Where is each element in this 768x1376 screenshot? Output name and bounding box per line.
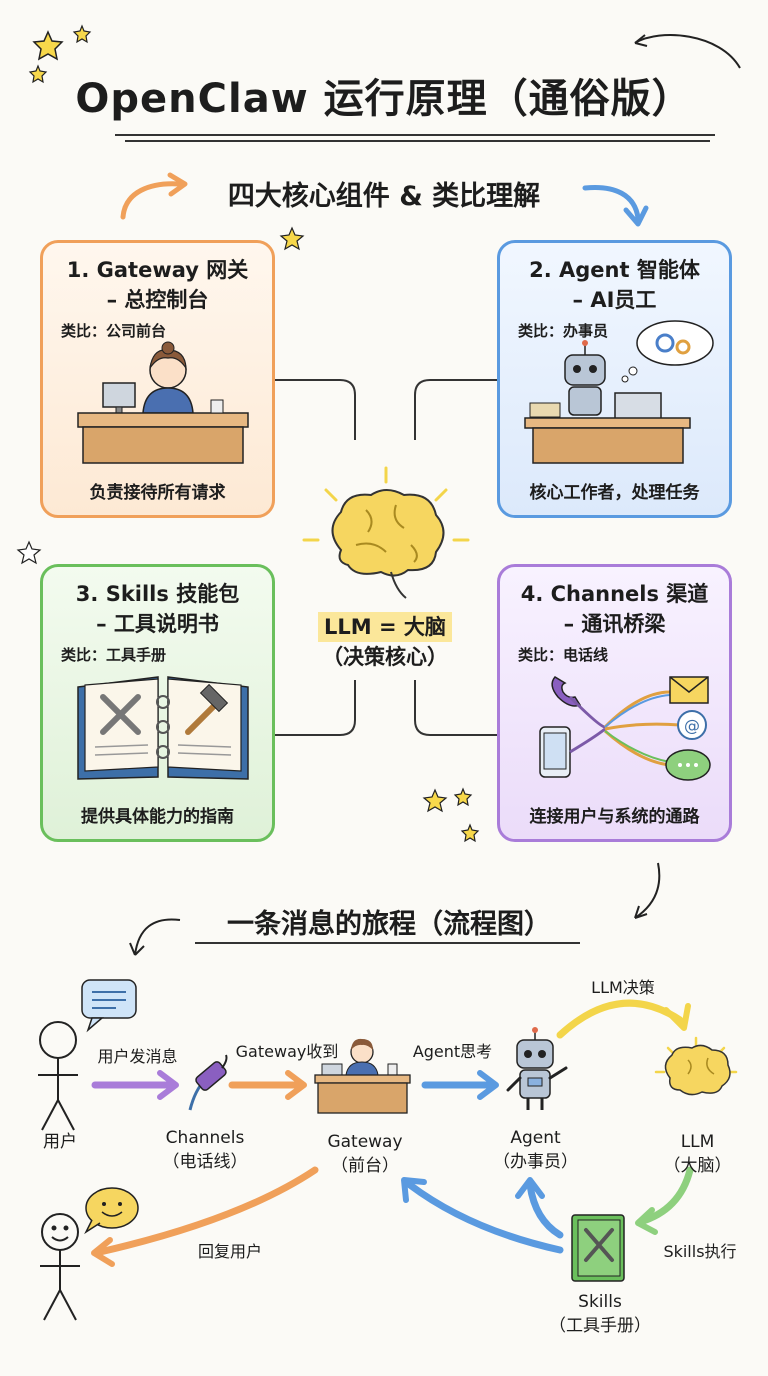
label-gateway-desc: （前台） <box>331 1156 399 1176</box>
label-skills-desc: （工具手册） <box>549 1316 651 1336</box>
card-analogy: 类比：电话线 <box>518 646 609 664</box>
label-agent: Agent （办事员） <box>478 1126 593 1174</box>
card-analogy: 类比：公司前台 <box>61 322 167 340</box>
skills-book-icon <box>571 1214 625 1282</box>
label-channels-desc: （电话线） <box>162 1152 248 1172</box>
card-title-line: – 总控制台 <box>106 288 209 312</box>
label-skills-exec: Skills执行 <box>663 1242 737 1261</box>
card-title-line: 3. Skills 技能包 <box>75 582 240 606</box>
llm-center-label: LLM = 大脑 （决策核心） <box>290 612 480 672</box>
card-channels: 4. Channels 渠道 – 通讯桥梁 类比：电话线 @ 连接用户与系统的通… <box>497 564 732 842</box>
user-stick-figure <box>38 1021 78 1131</box>
label-gateway: Gateway （前台） <box>305 1130 425 1178</box>
card-footer: 连接用户与系统的通路 <box>529 807 700 827</box>
label-skills: Skills （工具手册） <box>535 1290 665 1338</box>
arrow-llm-to-skills <box>636 1166 694 1226</box>
arrow-skills-to-agent <box>526 1181 564 1239</box>
card-title-line: – 通讯桥梁 <box>563 612 666 636</box>
section-title-underline <box>195 942 580 944</box>
label-gateway-received: Gateway收到 <box>235 1042 339 1061</box>
arrow-agent-to-llm <box>556 999 684 1039</box>
card-title-line: – AI员工 <box>572 288 657 312</box>
card-title-line: – 工具说明书 <box>96 612 219 636</box>
star-icon <box>422 787 480 843</box>
brain-icon <box>302 466 470 599</box>
robot-worker-icon <box>524 320 714 464</box>
card-skills: 3. Skills 技能包 – 工具说明书 类比：工具手册 提供具体能力的指南 <box>40 564 275 842</box>
channels-network-icon: @ <box>539 676 711 781</box>
label-agent-think: Agent思考 <box>412 1042 493 1061</box>
card-footer: 提供具体能力的指南 <box>81 807 234 827</box>
tool-book-icon <box>77 676 249 780</box>
brain-small-icon <box>654 1036 738 1096</box>
curved-arrow-icon <box>129 918 181 956</box>
curved-arrow-icon <box>634 862 661 919</box>
label-user: 用户 <box>43 1132 77 1152</box>
card-gateway-title: 1. Gateway 网关 – 总控制台 <box>43 255 272 315</box>
section-title-components: 四大核心组件 & 类比理解 <box>227 181 541 212</box>
star-icon <box>16 540 42 565</box>
happy-user-stick-figure <box>40 1213 80 1321</box>
card-analogy: 类比：办事员 <box>518 322 609 340</box>
arrow-skills-to-gateway <box>406 1181 564 1254</box>
label-agent-desc: （办事员） <box>493 1152 578 1172</box>
smile-bubble-icon <box>84 1187 139 1235</box>
title-divider <box>115 134 715 136</box>
label-llm: LLM （大脑） <box>650 1130 745 1178</box>
robot-icon <box>506 1027 568 1110</box>
label-agent-name: Agent <box>510 1128 561 1148</box>
page-title: OpenClaw 运行原理（通俗版） <box>75 76 693 122</box>
llm-subtitle: （决策核心） <box>322 645 448 669</box>
connector-lines <box>275 379 497 736</box>
chat-bubble-icon <box>81 979 137 1033</box>
star-icon <box>28 24 92 84</box>
label-llm-decide: LLM决策 <box>591 978 655 997</box>
card-analogy: 类比：工具手册 <box>61 646 167 664</box>
flow-diagram <box>38 979 738 1321</box>
card-agent: 2. Agent 智能体 – AI员工 类比：办事员 核心工作者，处理任务 <box>497 240 732 518</box>
label-reply-user: 回复用户 <box>197 1242 262 1261</box>
reception-desk-icon <box>314 1038 411 1114</box>
label-llm-name: LLM <box>680 1132 715 1152</box>
orange-arrow-icon <box>120 172 188 220</box>
blue-arrow-icon <box>582 184 649 227</box>
card-title-line: 2. Agent 智能体 <box>529 258 700 282</box>
label-skills-name: Skills <box>578 1292 622 1312</box>
card-channels-title: 4. Channels 渠道 – 通讯桥梁 <box>500 579 729 639</box>
card-footer: 核心工作者，处理任务 <box>529 483 700 503</box>
label-channels-name: Channels <box>165 1128 245 1148</box>
cable-icon <box>188 1054 228 1111</box>
card-footer: 负责接待所有请求 <box>89 483 226 503</box>
card-title-line: 4. Channels 渠道 <box>520 582 709 606</box>
label-llm-desc: （大脑） <box>663 1156 732 1176</box>
section-title-flow: 一条消息的旅程（流程图） <box>227 909 551 940</box>
label-gateway-name: Gateway <box>327 1132 403 1152</box>
card-skills-title: 3. Skills 技能包 – 工具说明书 <box>43 579 272 639</box>
curved-arrow-icon <box>634 34 741 69</box>
svg-text:@: @ <box>684 716 700 735</box>
receptionist-icon <box>77 341 249 464</box>
title-divider <box>125 140 710 142</box>
label-channels: Channels （电话线） <box>150 1126 260 1174</box>
card-agent-title: 2. Agent 智能体 – AI员工 <box>500 255 729 315</box>
label-send-message: 用户发消息 <box>97 1047 178 1066</box>
card-gateway: 1. Gateway 网关 – 总控制台 类比：公司前台 负责接待所有请求 <box>40 240 275 518</box>
arrow-gateway-to-user <box>96 1166 319 1256</box>
card-title-line: 1. Gateway 网关 <box>66 258 249 282</box>
llm-title: LLM = 大脑 <box>318 612 452 642</box>
star-icon <box>279 226 305 251</box>
